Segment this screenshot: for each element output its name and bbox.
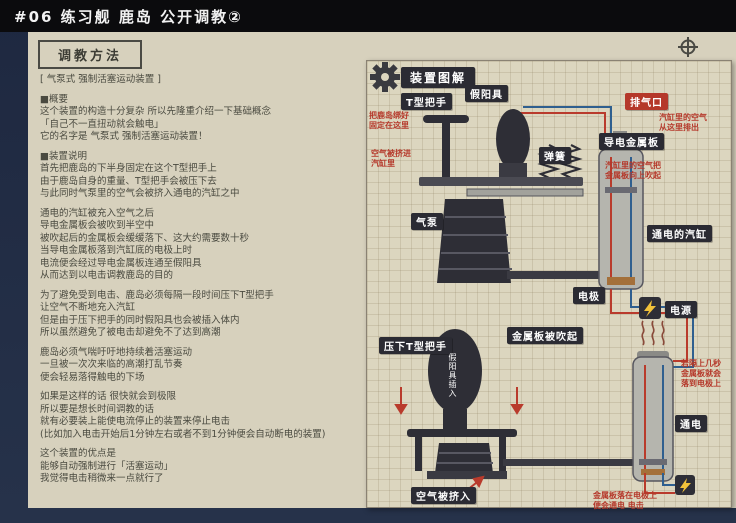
press-arrow-icon (394, 387, 524, 415)
label-electrode: 电极 (573, 287, 605, 304)
diagram-title: 装置图解 (401, 67, 476, 88)
wire-top (517, 106, 612, 147)
paragraph-setup: ■装置说明 首先把鹿岛的下半身固定在这个T型把手上 由于鹿岛自身的重量、T型把手… (40, 150, 240, 200)
note-shock: 金属板落在电极上 便会通电 电击 (593, 491, 657, 510)
dildo-shape (496, 109, 530, 179)
label-t-handle: T型把手 (401, 93, 452, 110)
label-dildo: 假阳具 (465, 85, 508, 102)
label-press-handle: 压下T型把手 (379, 337, 452, 354)
method-heading: 调教方法 (58, 49, 123, 64)
paragraph-merit: 这个装置的优点是 能够自动强制进行「活塞运动」 我觉得电击稍微来一点就行了 (40, 448, 174, 484)
content-board: 调教方法 [ 气泵式 强制活塞运动装置 ] ■概要 这个装置的构造十分复杂 所以… (28, 32, 736, 510)
air-tube-shape (507, 271, 603, 279)
label-conductive-plate: 导电金属板 (599, 133, 664, 150)
label-exhaust-port: 排气口 (625, 93, 668, 110)
label-energized: 通电 (675, 415, 707, 432)
device-diagram-panel: 装置图解 T型把手 假阳具 排气口 弹簧 导电金属板 气泵 通电的汽缸 电极 电… (366, 60, 732, 510)
t-handle-shape (423, 115, 469, 179)
label-spring: 弹簧 (539, 147, 571, 164)
label-plate-blown: 金属板被吹起 (507, 327, 583, 344)
lightning-icon (680, 478, 691, 493)
platform-shape (419, 177, 583, 186)
paragraph-rhythm: 鹿岛必须气喘吁吁地持续着活塞运动 一旦被一次次来临的高潮打乱节奏 便会轻易落得触… (40, 346, 193, 383)
label-energized-cylinder: 通电的汽缸 (647, 225, 712, 242)
paragraph-intro: [ 气泵式 强制活塞运动装置 ] (40, 74, 161, 85)
note-plate: 汽缸里的空气把 金属板向上吹起 (605, 161, 661, 180)
label-dildo-inserted: 假阳具插入 (448, 353, 457, 398)
power-source-icon (639, 297, 661, 319)
cylinder-shape (598, 131, 644, 290)
label-air-squeezed-in: 空气被挤入 (411, 487, 476, 504)
label-air-pump: 气泵 (411, 213, 443, 230)
power-source2-icon (675, 475, 695, 495)
cylinder2-shape (632, 351, 674, 482)
page-title: #06 练习舰 鹿岛 公开调教② (14, 7, 243, 26)
paragraph-cylinder: 通电的汽缸被充入空气之后 导电金属板会被吹到半空中 被吹起后的金属板会缓缓落下、… (40, 207, 250, 282)
paragraph-overview: ■概要 这个装置的构造十分复杂 所以先隆重介绍一下基础概念 「自己不一直扭动就会… (40, 93, 272, 143)
paragraph-limit: 如果是这样的话 很快就会到极限 所以要是想长时间调教的话 就有必要装上能使电流停… (40, 391, 326, 440)
method-heading-box: 调教方法 (38, 40, 143, 69)
paragraph-avoid: 为了避免受到电击、鹿岛必须每隔一段时间压下T型把手 让空气不断地充入汽缸 但是由… (40, 289, 274, 339)
note-fall: 若隔上几秒 金属板就会 落到电极上 (681, 359, 721, 388)
crosshair-icon[interactable] (678, 37, 698, 57)
note-exhaust: 汽缸里的空气 从这里排出 (659, 113, 707, 132)
air-pump-shape (437, 199, 512, 283)
lightning-icon (644, 300, 656, 317)
label-power-source: 电源 (665, 301, 697, 318)
heat-squiggle-icon (641, 320, 665, 346)
conductive-plate-shape (466, 188, 584, 197)
gear-icon (370, 62, 400, 92)
wire-power2 (644, 473, 675, 494)
title-bar: #06 练习舰 鹿岛 公开调教② (0, 0, 736, 32)
note-air-pushed: 空气被挤进 汽缸里 (371, 149, 411, 168)
method-text: [ 气泵式 强制活塞运动装置 ] ■概要 这个装置的构造十分复杂 所以先隆重介绍… (40, 74, 364, 493)
note-fix-here: 把鹿岛绑好 固定在这里 (369, 111, 409, 130)
